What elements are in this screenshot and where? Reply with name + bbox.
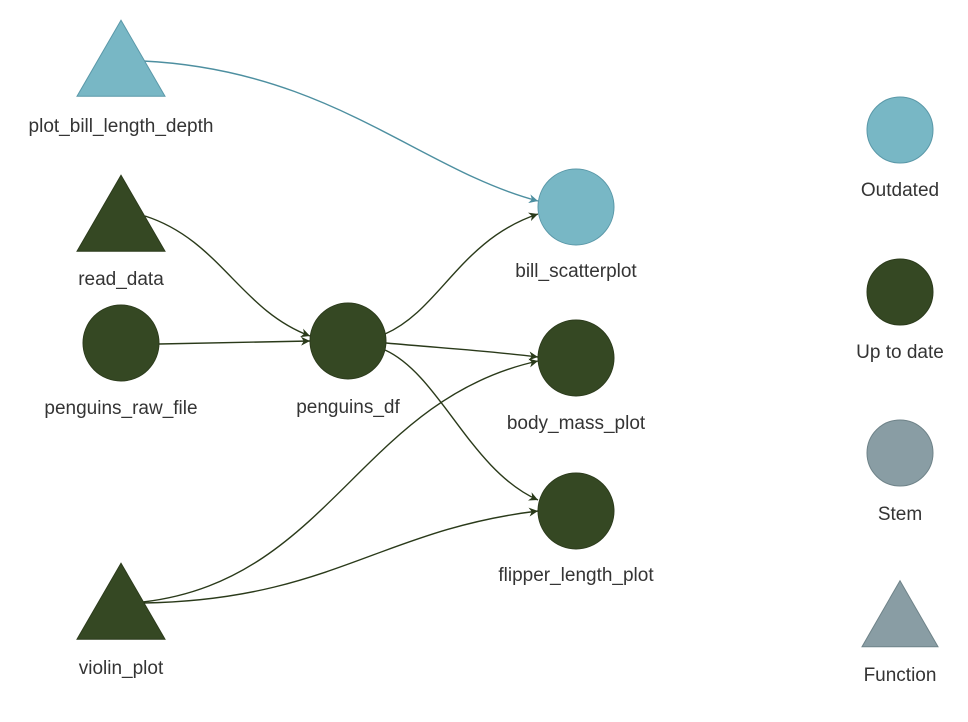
- legend-label-outdated: Outdated: [861, 180, 939, 201]
- node-flipper-length-plot[interactable]: flipper_length_plot: [498, 472, 654, 586]
- circle-node-icon[interactable]: [309, 302, 387, 380]
- circle-node-icon[interactable]: [537, 319, 615, 397]
- node-body-mass-plot[interactable]: body_mass_plot: [507, 319, 646, 434]
- node-violin-plot[interactable]: violin_plot: [76, 562, 166, 679]
- edge-violin-plot-to-flipper-length-plot[interactable]: [142, 507, 539, 604]
- edge-penguins-df-to-body-mass-plot[interactable]: [385, 342, 539, 361]
- node-read-data[interactable]: read_data: [76, 174, 166, 290]
- node-plot-bill-length-depth[interactable]: plot_bill_length_depth: [29, 19, 214, 137]
- node-penguins-df[interactable]: penguins_df: [296, 302, 400, 418]
- triangle-node-icon[interactable]: [76, 174, 166, 252]
- legend-item-up-to-date: Up to date: [856, 258, 944, 363]
- edge-violin-plot-to-body-mass-plot[interactable]: [142, 358, 539, 603]
- legend-circle-icon: [866, 258, 934, 326]
- edge-plot-bill-length-depth-to-bill-scatterplot[interactable]: [142, 60, 539, 204]
- legend-label-stem: Stem: [878, 504, 922, 525]
- triangle-node-icon[interactable]: [76, 19, 166, 97]
- edge-penguins-raw-file-to-penguins-df[interactable]: [158, 336, 311, 346]
- edge-read-data-to-penguins-df[interactable]: [144, 215, 311, 338]
- triangle-node-icon[interactable]: [76, 562, 166, 640]
- node-label-read-data: read_data: [78, 269, 164, 290]
- edge-penguins-df-to-bill-scatterplot[interactable]: [384, 212, 539, 335]
- nodes-layer: plot_bill_length_depth read_data penguins_…: [29, 19, 654, 679]
- legend-item-outdated: Outdated: [861, 96, 939, 201]
- legend-label-function: Function: [864, 665, 937, 686]
- legend-triangle-icon: [861, 579, 939, 648]
- edges-layer: [142, 60, 539, 604]
- node-label-violin-plot: violin_plot: [79, 658, 164, 679]
- node-bill-scatterplot[interactable]: bill_scatterplot: [515, 168, 637, 282]
- legend-circle-icon: [866, 96, 934, 164]
- node-label-bill-scatterplot: bill_scatterplot: [515, 261, 637, 282]
- node-penguins-raw-file[interactable]: penguins_raw_file: [44, 304, 198, 419]
- circle-node-icon[interactable]: [537, 168, 615, 246]
- circle-node-icon[interactable]: [537, 472, 615, 550]
- edge-penguins-df-to-flipper-length-plot[interactable]: [384, 349, 539, 501]
- legend-label-up-to-date: Up to date: [856, 342, 944, 363]
- legend-circle-icon: [866, 419, 934, 487]
- node-label-flipper-length-plot: flipper_length_plot: [498, 565, 654, 586]
- node-label-body-mass-plot: body_mass_plot: [507, 413, 646, 434]
- node-label-plot-bill-length-depth: plot_bill_length_depth: [29, 116, 214, 137]
- node-label-penguins-df: penguins_df: [296, 397, 400, 418]
- legend-item-function: Function: [861, 579, 939, 686]
- legend-item-stem: Stem: [866, 419, 934, 525]
- node-label-penguins-raw-file: penguins_raw_file: [44, 398, 197, 419]
- circle-node-icon[interactable]: [82, 304, 160, 382]
